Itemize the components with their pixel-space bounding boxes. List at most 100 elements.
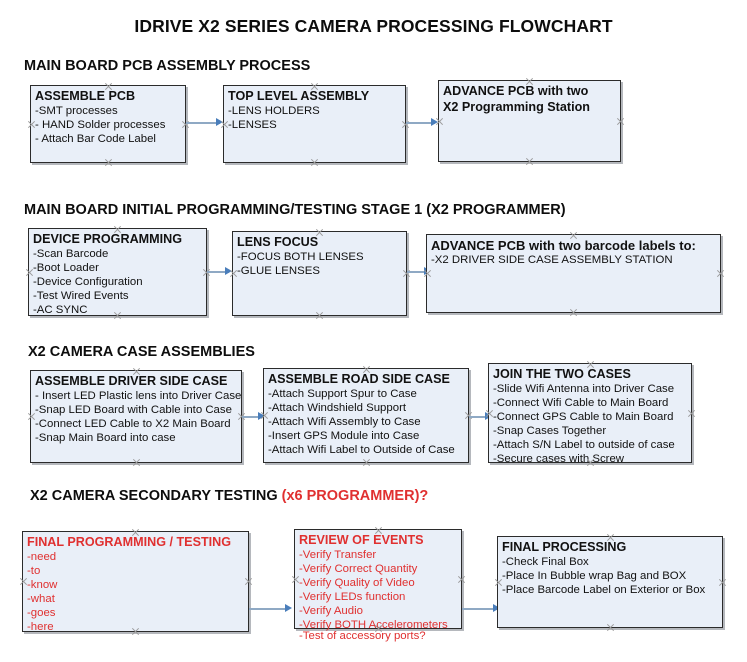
section-header-main-board-initial-programming-testing-stage-1: MAIN BOARD INITIAL PROGRAMMING/TESTING S…: [24, 202, 566, 218]
connection-handle-right[interactable]: [687, 409, 696, 418]
node-title: DEVICE PROGRAMMING: [33, 232, 183, 246]
node-line: -Slide Wifi Antenna into Driver Case: [493, 383, 675, 395]
node-line: -Connect LED Cable to X2 Main Board: [35, 418, 231, 430]
node-line: X2 Programming Station: [443, 100, 590, 114]
node-join-the-two-cases[interactable]: JOIN THE TWO CASES -Slide Wifi Antenna i…: [488, 363, 692, 465]
arrowhead-icon: [216, 118, 223, 126]
connection-handle-bottom[interactable]: [104, 158, 113, 167]
node-line: -Boot Loader: [33, 262, 99, 274]
node-title: TOP LEVEL ASSEMBLY: [228, 89, 370, 103]
node-title: FINAL PROCESSING: [502, 540, 627, 554]
connection-handle-right[interactable]: [457, 575, 466, 584]
section-header-text: X2 CAMERA SECONDARY TESTING: [30, 488, 282, 504]
node-line: -Verify LEDs function: [299, 591, 406, 603]
section-header-text: X2 CAMERA CASE ASSEMBLIES: [28, 344, 255, 360]
connection-handle-right[interactable]: [716, 269, 725, 278]
node-line: -Check Final Box: [502, 556, 589, 568]
node-title: ASSEMBLE DRIVER SIDE CASE: [35, 374, 228, 388]
node-line: - Attach Bar Code Label: [35, 133, 156, 145]
node-line: -Attach S/N Label to outside of case: [493, 439, 675, 451]
node-line: -Verify Audio: [299, 605, 363, 617]
arrowhead-icon: [493, 604, 500, 612]
node-line: -what: [27, 593, 55, 605]
node-title: REVIEW OF EVENTS: [299, 533, 424, 547]
node-line: -AC SYNC: [33, 304, 88, 316]
arrowhead-icon: [431, 118, 438, 126]
node-advance-pcb-to-driver-side-case-assembly[interactable]: ADVANCE PCB with two barcode labels to: …: [426, 234, 721, 313]
arrowhead-icon: [285, 604, 292, 612]
connector-lens-focus-to-advance-pcb: [407, 271, 428, 273]
connector-driver-side-to-road-side: [242, 416, 262, 418]
connection-handle-bottom[interactable]: [315, 311, 324, 320]
node-final-programming-testing[interactable]: FINAL PROGRAMMING / TESTING -need -to -k…: [22, 531, 249, 633]
node-line: -Attach Wifi Assembly to Case: [268, 416, 421, 428]
node-line: -Connect Wifi Cable to Main Board: [493, 397, 669, 409]
section-header-x2-camera-case-assemblies: X2 CAMERA CASE ASSEMBLIES: [28, 344, 255, 360]
page-title: IDRIVE X2 SERIES CAMERA PROCESSING FLOWC…: [134, 16, 613, 36]
node-lens-focus[interactable]: LENS FOCUS -FOCUS BOTH LENSES -GLUE LENS…: [232, 231, 407, 316]
connection-handle-right[interactable]: [181, 120, 190, 129]
connector-road-side-to-join-cases: [469, 416, 488, 418]
node-title: ASSEMBLE ROAD SIDE CASE: [268, 372, 450, 386]
connector-device-programming-to-lens-focus: [207, 271, 229, 273]
node-line: -to: [27, 565, 41, 577]
node-line: -Snap Main Board into case: [35, 432, 176, 444]
arrowhead-icon: [225, 267, 232, 275]
connection-handle-right[interactable]: [244, 577, 253, 586]
node-review-of-events[interactable]: REVIEW OF EVENTS -Verify Transfer -Verif…: [294, 529, 462, 642]
connection-handle-right[interactable]: [401, 120, 410, 129]
node-line: -Attach Wifi Label to Outside of Case: [268, 444, 455, 456]
node-line: -Scan Barcode: [33, 248, 109, 260]
node-top-level-assembly[interactable]: TOP LEVEL ASSEMBLY -LENS HOLDERS -LENSES: [223, 85, 406, 163]
node-line: -Insert GPS Module into Case: [268, 430, 420, 442]
node-assemble-road-side-case[interactable]: ASSEMBLE ROAD SIDE CASE -Attach Support …: [263, 368, 469, 463]
node-line: -X2 DRIVER SIDE CASE ASSEMBLY STATION: [431, 254, 673, 266]
node-device-programming[interactable]: DEVICE PROGRAMMING -Scan Barcode -Boot L…: [28, 228, 207, 316]
node-line: -SMT processes: [35, 105, 118, 117]
connector-top-level-assembly-to-advance-pcb: [406, 122, 435, 124]
connection-handle-right[interactable]: [616, 117, 625, 126]
node-line: -Verify Transfer: [299, 549, 377, 561]
node-line: -GLUE LENSES: [237, 265, 320, 277]
connection-handle-bottom[interactable]: [310, 158, 319, 167]
connection-handle-bottom[interactable]: [132, 458, 141, 467]
section-header-accent: (x6 PROGRAMMER)?: [281, 488, 429, 504]
node-title: ADVANCE PCB with two barcode labels to:: [431, 238, 696, 253]
node-line: -here: [27, 621, 54, 633]
node-line: -Verify Correct Quantity: [299, 563, 418, 575]
node-line: -know: [27, 579, 58, 591]
node-line: -Secure cases with Screw: [493, 453, 625, 465]
section-header-text: MAIN BOARD INITIAL PROGRAMMING/TESTING S…: [24, 202, 566, 218]
section-header-main-board-pcb-assembly-process: MAIN BOARD PCB ASSEMBLY PROCESS: [24, 58, 310, 74]
connection-handle-bottom[interactable]: [606, 623, 615, 632]
connection-handle-bottom[interactable]: [569, 308, 578, 317]
node-line: -Connect GPS Cable to Main Board: [493, 411, 674, 423]
node-line: -need: [27, 551, 57, 563]
node-final-processing[interactable]: FINAL PROCESSING -Check Final Box -Place…: [497, 536, 723, 628]
node-line: -Device Configuration: [33, 276, 143, 288]
node-title: FINAL PROGRAMMING / TESTING: [27, 535, 232, 549]
node-line: -Test Wired Events: [33, 290, 129, 302]
node-line-overflow: -Test of accessory ports?: [299, 630, 426, 642]
node-line: -LENS HOLDERS: [228, 105, 320, 117]
node-line: -Verify BOTH Accelerometers: [299, 619, 448, 631]
node-line: - Insert LED Plastic lens into Driver Ca…: [35, 390, 242, 402]
node-line: -Snap Cases Together: [493, 425, 607, 437]
node-advance-pcb-to-x2-programming-station[interactable]: ADVANCE PCB with two X2 Programming Stat…: [438, 80, 621, 162]
connection-handle-bottom[interactable]: [525, 157, 534, 166]
connection-handle-right[interactable]: [718, 578, 727, 587]
node-line: -LENSES: [228, 119, 277, 131]
node-line: -FOCUS BOTH LENSES: [237, 251, 364, 263]
connector-final-programming-to-review-of-events: [249, 608, 288, 610]
connector-assemble-pcb-to-top-level-assembly: [186, 122, 220, 124]
node-line: -Place In Bubble wrap Bag and BOX: [502, 570, 687, 582]
section-header-x2-camera-secondary-testing: X2 CAMERA SECONDARY TESTING (x6 PROGRAMM…: [30, 488, 428, 504]
connection-handle-bottom[interactable]: [362, 458, 371, 467]
node-line: -goes: [27, 607, 56, 619]
connector-review-of-events-to-final-processing: [462, 608, 497, 610]
node-assemble-driver-side-case[interactable]: ASSEMBLE DRIVER SIDE CASE - Insert LED P…: [30, 370, 242, 463]
arrowhead-icon: [258, 412, 265, 420]
node-line: -Place Barcode Label on Exterior or Box: [502, 584, 706, 596]
node-assemble-pcb[interactable]: ASSEMBLE PCB -SMT processes - HAND Solde…: [30, 85, 186, 163]
